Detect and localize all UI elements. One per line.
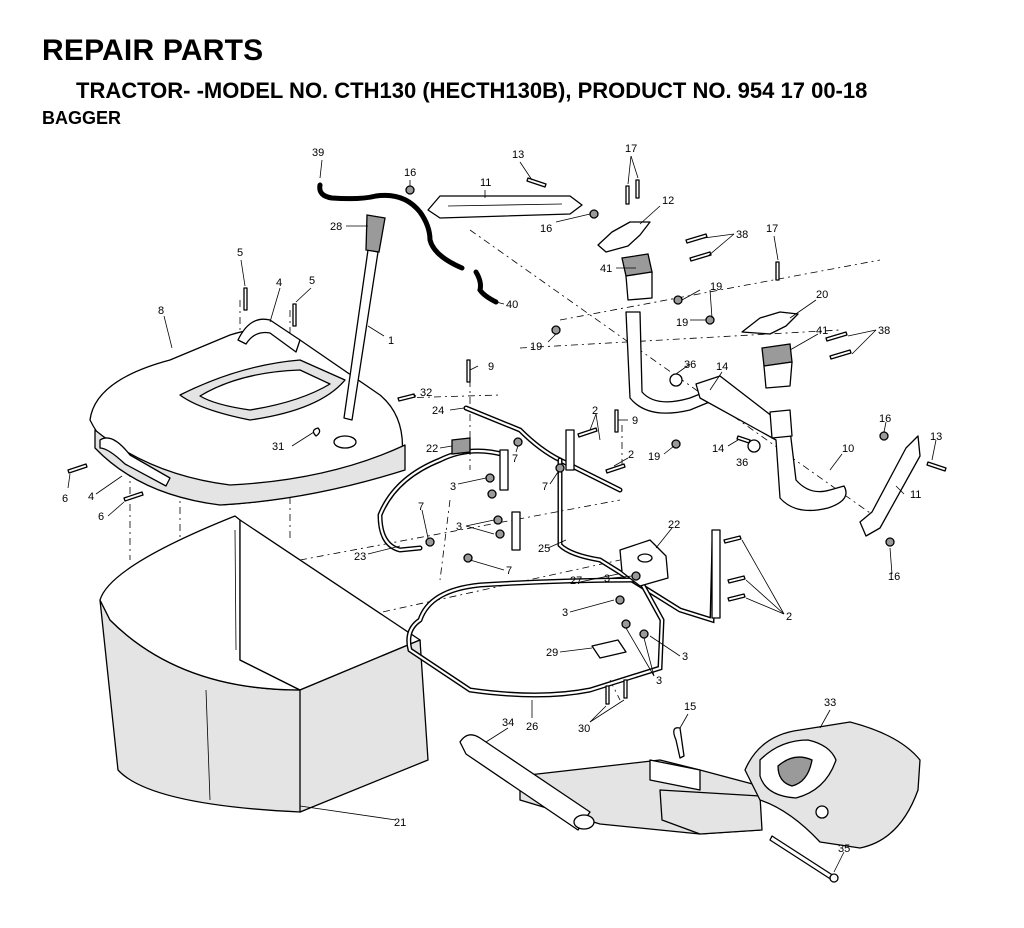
callout-14: 14 — [716, 361, 728, 373]
bracket-part-41-left — [621, 253, 653, 301]
callout-11: 11 — [910, 489, 921, 501]
callout-25: 25 — [538, 543, 550, 555]
callout-27: 27 — [570, 575, 582, 587]
callout-29: 29 — [546, 647, 558, 659]
pin-part-35 — [769, 835, 839, 883]
callout-11: 11 — [480, 177, 491, 189]
callout-3: 3 — [450, 481, 456, 493]
callout-2: 2 — [628, 449, 634, 461]
frame-part-26 — [406, 577, 665, 698]
callout-7: 7 — [506, 565, 512, 577]
callout-35: 35 — [838, 843, 850, 855]
section-title: BAGGER — [42, 108, 122, 128]
bracket-part-41-right — [761, 343, 793, 389]
callout-34: 34 — [502, 717, 514, 729]
callout-9: 9 — [632, 415, 638, 427]
callout-21: 21 — [394, 817, 406, 829]
callout-41: 41 — [816, 325, 828, 337]
bolt-hardware-group — [67, 177, 947, 705]
callout-2: 2 — [592, 405, 598, 417]
callout-3: 3 — [656, 675, 662, 687]
plate-part-29 — [591, 639, 627, 659]
pin-part-34 — [459, 734, 595, 831]
callout-41: 41 — [600, 263, 612, 275]
callout-7: 7 — [542, 481, 548, 493]
callout-15: 15 — [684, 701, 696, 713]
callout-31: 31 — [272, 441, 284, 453]
callout-4: 4 — [88, 491, 94, 503]
callout-7: 7 — [512, 453, 518, 465]
callout-3: 3 — [604, 573, 610, 585]
callout-16: 16 — [888, 571, 900, 583]
callout-33: 33 — [824, 697, 836, 709]
callout-16: 16 — [540, 223, 552, 235]
callout-10: 10 — [842, 443, 854, 455]
callout-13: 13 — [930, 431, 942, 443]
bagger-cover-part-8 — [89, 328, 406, 506]
callout-38: 38 — [736, 229, 748, 241]
bag-part-21 — [99, 515, 429, 813]
callout-6: 6 — [62, 493, 68, 505]
callout-19: 19 — [710, 281, 722, 293]
callout-9: 9 — [488, 361, 494, 373]
callout-3: 3 — [456, 521, 462, 533]
callout-6: 6 — [98, 511, 104, 523]
callout-24: 24 — [432, 405, 444, 417]
frame-part-25 — [557, 457, 717, 624]
callout-16: 16 — [879, 413, 891, 425]
callout-1: 1 — [388, 335, 394, 347]
frame-part-2-upright — [499, 429, 721, 619]
callout-20: 20 — [816, 289, 828, 301]
callout-3: 3 — [682, 651, 688, 663]
page-title: REPAIR PARTS — [42, 34, 264, 67]
callout-14: 14 — [712, 443, 724, 455]
callout-2: 2 — [786, 611, 792, 623]
callout-17: 17 — [625, 143, 637, 155]
tube-part-1 — [343, 214, 386, 421]
support-frame-part-10 — [695, 375, 847, 512]
model-subtitle: TRACTOR- -MODEL NO. CTH130 (HECTH130B), … — [76, 78, 868, 103]
callout-30: 30 — [578, 723, 590, 735]
callout-22: 22 — [668, 519, 680, 531]
callout-8: 8 — [158, 305, 164, 317]
callout-leader-lines — [67, 155, 937, 873]
callout-23: 23 — [354, 551, 366, 563]
rod-part-39 — [317, 182, 499, 305]
callout-19: 19 — [530, 341, 542, 353]
bracket-part-11-top — [427, 195, 583, 219]
callout-4: 4 — [276, 277, 282, 289]
callout-36: 36 — [684, 359, 696, 371]
callout-36: 36 — [736, 457, 748, 469]
callout-28: 28 — [330, 221, 342, 233]
callout-17: 17 — [766, 223, 778, 235]
callout-19: 19 — [676, 317, 688, 329]
strap-part-11-right — [859, 435, 921, 537]
callout-19: 19 — [648, 451, 660, 463]
clip-part-12 — [597, 221, 651, 253]
handle-part-4 — [99, 318, 301, 487]
nut-hardware-group — [405, 185, 895, 639]
callout-13: 13 — [512, 149, 524, 161]
clip-part-20 — [741, 311, 799, 335]
callout-40: 40 — [506, 299, 518, 311]
plate-part-22-left — [451, 437, 471, 455]
callout-26: 26 — [526, 721, 538, 733]
callout-16: 16 — [404, 167, 416, 179]
callout-5: 5 — [309, 275, 315, 287]
callout-5: 5 — [237, 247, 243, 259]
pin-part-15 — [673, 727, 685, 759]
callout-22: 22 — [426, 443, 438, 455]
callout-labels: 39 16 11 13 17 12 28 16 38 17 5 41 4 5 4… — [62, 143, 942, 855]
hitch-assembly-part-33 — [519, 721, 921, 849]
callout-38: 38 — [878, 325, 890, 337]
callout-32: 32 — [420, 387, 432, 399]
callout-3: 3 — [562, 607, 568, 619]
callout-12: 12 — [662, 195, 674, 207]
callout-7: 7 — [418, 501, 424, 513]
callout-39: 39 — [312, 147, 324, 159]
